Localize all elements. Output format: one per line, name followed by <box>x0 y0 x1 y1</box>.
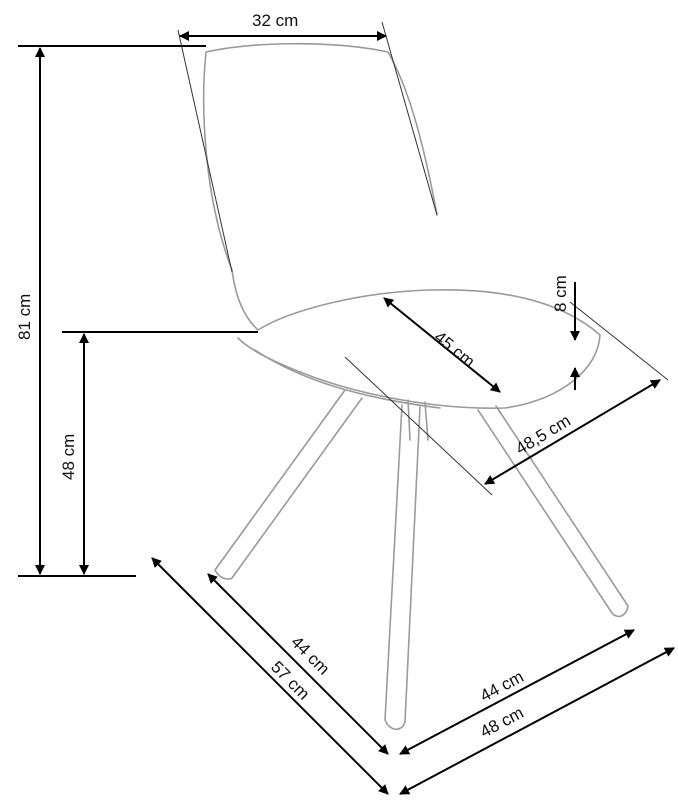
chair-backrest <box>202 42 438 271</box>
arrow-overall-depth <box>151 557 389 795</box>
arrow-legs-width <box>399 629 635 755</box>
arrow-seat-width <box>484 379 661 485</box>
chair-leg-inner <box>407 399 429 441</box>
chair-seat-front <box>237 334 601 409</box>
chair-seat-top <box>257 288 601 336</box>
label-top-width: 32 cm <box>252 11 298 30</box>
label-seat-thickness: 8 cm <box>551 275 570 312</box>
dimension-arrows <box>35 31 675 795</box>
label-total-height: 81 cm <box>15 294 34 340</box>
label-seat-depth: 45 cm <box>430 327 478 371</box>
label-seat-width: 48,5 cm <box>512 411 574 458</box>
chair-shell-inner <box>231 269 259 331</box>
arrow-seat-depth <box>383 297 501 393</box>
extension-lines <box>18 21 669 577</box>
chair-leg-front <box>384 404 421 731</box>
chair-leg-back-left <box>214 389 363 580</box>
arrow-legs-depth <box>207 573 389 755</box>
label-seat-height: 48 cm <box>59 434 78 480</box>
dimension-labels: 32 cm 81 cm 48 cm 45 cm 8 cm 48,5 cm 44 … <box>15 11 574 742</box>
arrow-overall-width <box>399 647 675 795</box>
chair-drawing <box>202 42 629 731</box>
chair-seat-bottom <box>254 349 441 409</box>
